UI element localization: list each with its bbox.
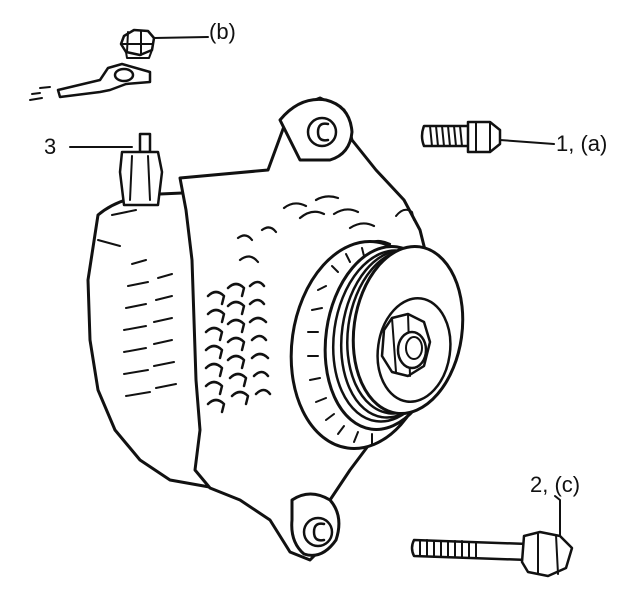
- pulley-nut: [380, 312, 432, 378]
- terminal-stud-3: [118, 132, 164, 207]
- bolt-1a: [420, 120, 555, 154]
- alternator: [86, 96, 465, 562]
- callout-label-2c: 2, (c): [530, 472, 581, 497]
- front-fins: [236, 195, 392, 264]
- terminal-nut-b: [119, 28, 209, 59]
- callout-label-b: (b): [209, 19, 236, 44]
- rear-vents: [97, 209, 177, 397]
- callout-label-3: 3: [44, 134, 57, 159]
- callout-label-1a: 1, (a): [556, 131, 608, 156]
- wire-terminal: [29, 62, 152, 101]
- side-cooling-fins: [204, 280, 272, 414]
- fan-blades: [307, 247, 411, 445]
- bolt-2c: [410, 495, 574, 578]
